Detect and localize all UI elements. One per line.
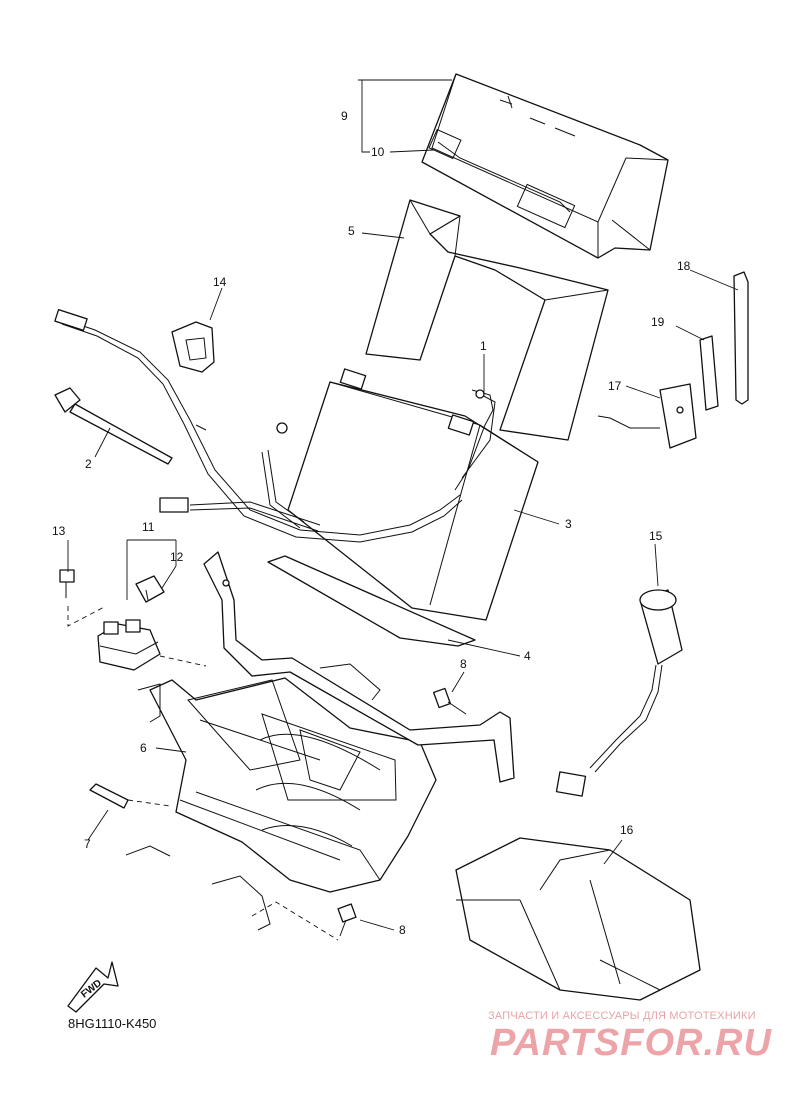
sensor — [597, 383, 697, 449]
callout-8a: 8 — [460, 657, 467, 671]
battery — [287, 368, 539, 621]
callout-6: 6 — [140, 741, 147, 755]
damper — [89, 783, 129, 809]
battery-band — [365, 199, 609, 441]
watermark-logo: PARTSFOR.RU — [490, 1022, 772, 1064]
callout-3: 3 — [565, 517, 572, 531]
callout-19: 19 — [651, 315, 665, 329]
leader-lines — [67, 79, 739, 931]
fwd-arrow: FWD — [67, 961, 119, 1013]
cable-tie-18 — [733, 271, 749, 405]
starter-relay — [97, 619, 161, 671]
diagram-code: 8HG1110-K450 — [68, 1016, 157, 1031]
cable-tie — [54, 387, 173, 465]
wire-clamp — [171, 321, 215, 373]
callout-13: 13 — [52, 524, 66, 538]
pad-19 — [699, 335, 719, 411]
callout-12: 12 — [170, 550, 184, 564]
callout-16: 16 — [620, 823, 634, 837]
battery-cover — [421, 73, 669, 259]
callout-9: 9 — [341, 109, 348, 123]
callout-11: 11 — [142, 520, 155, 534]
callout-18: 18 — [677, 259, 691, 273]
bolt-13 — [59, 569, 75, 598]
bolt-8-upper — [432, 687, 467, 715]
battery-box — [125, 663, 437, 931]
negative-lead — [454, 389, 496, 491]
callout-5: 5 — [348, 224, 355, 238]
bolt-8-lower — [337, 903, 357, 937]
battery-pad — [267, 555, 476, 647]
callout-15: 15 — [649, 529, 663, 543]
callout-10: 10 — [371, 145, 385, 159]
battery-wire-harness — [54, 309, 463, 543]
bracket-rail — [203, 551, 515, 783]
callout-4: 4 — [524, 649, 531, 663]
callout-1: 1 — [480, 339, 487, 353]
watermark-caption: ЗАПЧАСТИ И АКСЕССУАРЫ ДЛЯ МОТОТЕХНИКИ — [488, 1010, 756, 1022]
protective-cover — [455, 837, 701, 1001]
callout-7: 7 — [84, 837, 91, 851]
callout-labels: 9 10 5 1 3 4 2 14 11 12 13 8 6 7 8 15 16… — [52, 109, 691, 937]
power-socket — [555, 589, 683, 797]
alignment-lines — [67, 605, 339, 941]
callout-17: 17 — [608, 379, 622, 393]
callout-14: 14 — [213, 275, 227, 289]
fuse — [135, 575, 165, 603]
callout-2: 2 — [85, 457, 92, 471]
callout-8b: 8 — [399, 923, 406, 937]
